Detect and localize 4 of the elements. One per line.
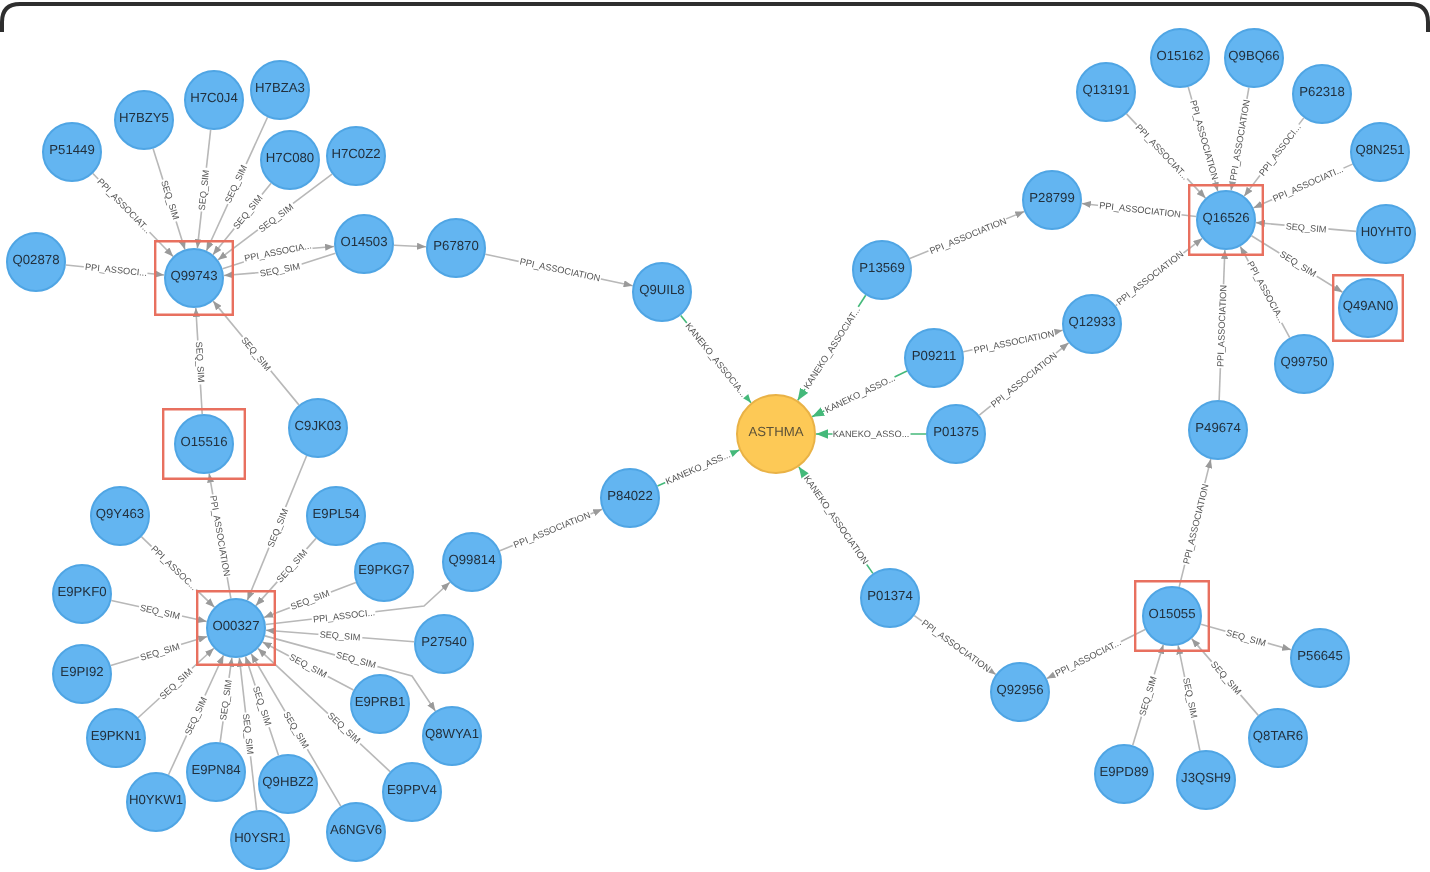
arrow — [393, 242, 427, 250]
highlight-frame — [196, 590, 276, 666]
highlight-frame — [162, 408, 246, 480]
highlight-frame — [154, 240, 234, 316]
